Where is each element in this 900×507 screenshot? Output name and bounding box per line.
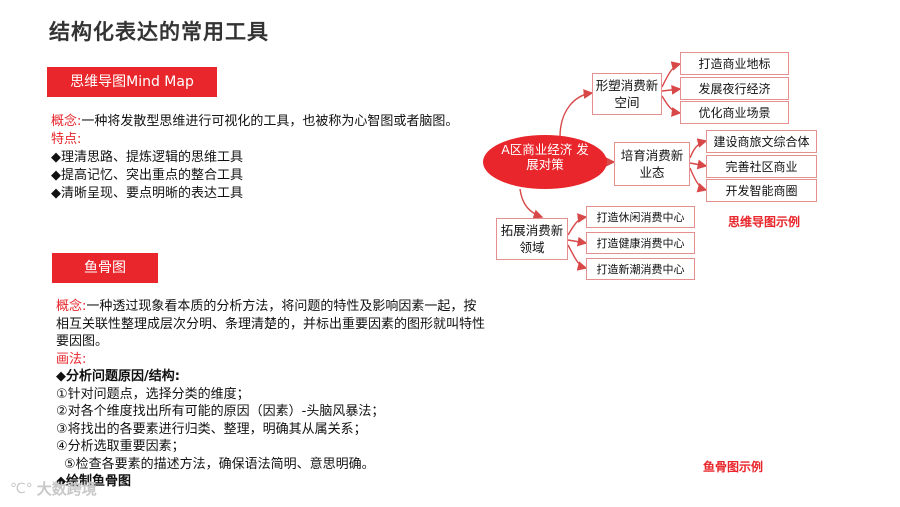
fishbone-section-tag: 鱼骨图 bbox=[52, 253, 158, 283]
mindmap-branch-node: 培育消费新业态 bbox=[614, 142, 690, 186]
watermark: ℃° 大数跨境 bbox=[10, 478, 97, 499]
mindmap-leaf-node: 打造商业地标 bbox=[680, 52, 789, 75]
connector-b1-leaf3 bbox=[661, 95, 682, 117]
connector-center-branch1 bbox=[559, 89, 594, 138]
fishbone-step: ③将找出的各要素进行归类、整理，明确其从属关系； bbox=[56, 421, 367, 437]
mindmap-features-label: 特点: bbox=[51, 132, 82, 147]
fishbone-draw-header: ◆绘制鱼骨图 bbox=[56, 474, 131, 489]
mindmap-leaf-node: 优化商业场景 bbox=[680, 101, 789, 124]
fishbone-description: 概念:一种透过现象看本质的分析方法，将问题的特性及影响因素一起，按相互关联性整理… bbox=[56, 298, 486, 491]
connector-b1-leaf2 bbox=[661, 85, 682, 95]
mindmap-center-node: A区商业经济 发展对策 bbox=[483, 135, 607, 189]
connector-b3-leaf2 bbox=[567, 236, 588, 247]
mindmap-feature-item: ◆提高记忆、突出重点的整合工具 bbox=[51, 168, 243, 183]
connector-center-branch3 bbox=[519, 188, 544, 219]
fishbone-step: ⑤检查各要素的描述方法，确保语法简明、意思明确。 bbox=[64, 456, 375, 472]
fishbone-step-header: ◆分析问题原因/结构: bbox=[56, 369, 180, 384]
connector-b3-leaf1 bbox=[567, 213, 588, 236]
mindmap-leaf-node: 打造休闲消费中心 bbox=[586, 206, 695, 228]
mindmap-leaf-node: 完善社区商业 bbox=[706, 155, 817, 178]
mindmap-concept-text: 一种将发散型思维进行可视化的工具，也被称为心智图或者脑图。 bbox=[81, 114, 459, 129]
mindmap-example-caption: 思维导图示例 bbox=[728, 215, 801, 229]
watermark-text: 大数跨境 bbox=[36, 480, 97, 498]
mindmap-description: 概念:一种将发散型思维进行可视化的工具，也被称为心智图或者脑图。 特点: ◆理清… bbox=[51, 113, 461, 203]
connector-b2-leaf1 bbox=[689, 138, 708, 159]
fishbone-step: ①针对问题点，选择分类的维度； bbox=[56, 386, 250, 402]
mindmap-leaf-node: 发展夜行经济 bbox=[680, 77, 789, 100]
mindmap-feature-item: ◆清晰呈现、要点明晰的表达工具 bbox=[51, 186, 243, 201]
fishbone-example-caption: 鱼骨图示例 bbox=[703, 460, 764, 474]
mindmap-feature-item: ◆理清思路、提炼逻辑的思维工具 bbox=[51, 150, 243, 165]
watermark-logo-icon: ℃° bbox=[10, 480, 33, 497]
fishbone-concept-label: 概念: bbox=[56, 299, 87, 314]
mindmap-leaf-node: 建设商旅文综合体 bbox=[706, 130, 817, 153]
page-title: 结构化表达的常用工具 bbox=[49, 20, 269, 44]
mindmap-concept-label: 概念: bbox=[51, 114, 82, 129]
mindmap-branch-node: 拓展消费新领域 bbox=[496, 218, 568, 260]
connector-b3-leaf3 bbox=[567, 244, 588, 271]
connector-b2-leaf2 bbox=[689, 159, 708, 170]
fishbone-step: ④分析选取重要因素； bbox=[56, 439, 185, 454]
mindmap-leaf-node: 打造健康消费中心 bbox=[586, 232, 695, 254]
fishbone-method-label: 画法: bbox=[56, 351, 87, 367]
fishbone-concept-text: 一种透过现象看本质的分析方法，将问题的特性及影响因素一起，按相互关联性整理成层次… bbox=[56, 299, 486, 349]
mindmap-section-tag: 思维导图Mind Map bbox=[47, 67, 217, 97]
connector-b1-leaf1 bbox=[661, 61, 682, 88]
mindmap-leaf-node: 打造新潮消费中心 bbox=[586, 258, 695, 280]
mindmap-leaf-node: 开发智能商圈 bbox=[706, 179, 817, 202]
connector-b2-leaf3 bbox=[689, 167, 708, 193]
mindmap-branch-node: 形塑消费新空间 bbox=[592, 73, 662, 115]
fishbone-step: ②对各个维度找出所有可能的原因（因素）-头脑风暴法； bbox=[56, 404, 385, 419]
